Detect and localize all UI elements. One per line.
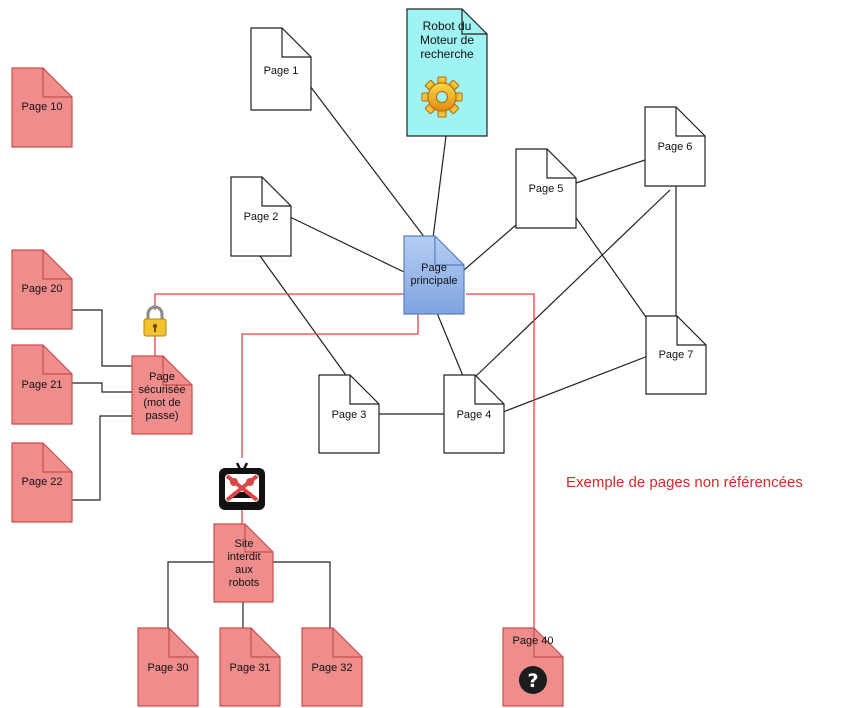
link-main-page5 [463, 224, 517, 271]
unreferenced-pages-caption: Exemple de pages non référencées [566, 474, 803, 491]
page-20-node[interactable] [11, 249, 73, 330]
page-32-node[interactable] [301, 627, 363, 707]
svg-text:?: ? [527, 670, 538, 692]
link-forbidden-page32 [272, 561, 331, 630]
link-page5-page7 [571, 211, 649, 321]
page-30-node[interactable] [137, 627, 199, 707]
link-page4-page7 [502, 355, 649, 413]
padlock-icon [143, 305, 167, 337]
gear-icon [421, 76, 463, 118]
secure-page-node[interactable] [131, 355, 193, 435]
page-3-node[interactable] [318, 374, 380, 454]
link-page2-main [289, 216, 405, 273]
link-page5-page6 [575, 159, 646, 184]
blocked-links [154, 293, 535, 630]
page-31-node[interactable] [219, 627, 281, 707]
blocked-robot-icon [219, 462, 265, 510]
link-page2-page3 [259, 255, 349, 379]
link-forbidden-page30 [167, 561, 214, 630]
page-21-node[interactable] [11, 344, 73, 425]
page-5-node[interactable] [515, 148, 577, 229]
normal-links [72, 81, 677, 630]
link-main-page4 [436, 312, 464, 377]
page-22-node[interactable] [11, 442, 73, 523]
page-2-node[interactable] [230, 176, 292, 257]
link-main-page40 [466, 293, 535, 630]
page-10-node[interactable] [11, 67, 73, 148]
page-7-node[interactable] [645, 315, 707, 395]
link-main-forbidden [241, 314, 419, 458]
link-page22-secure [72, 415, 132, 501]
search-engine-robot-node[interactable] [406, 8, 488, 137]
link-main-secure [154, 293, 404, 310]
link-robot-main [432, 135, 447, 239]
page-4-node[interactable] [443, 374, 505, 454]
page-1-node[interactable] [250, 27, 312, 111]
question-mark-icon: ? [519, 666, 547, 694]
link-page20-secure [72, 309, 132, 367]
link-page4-page6 [473, 189, 671, 379]
link-page1-main [306, 81, 426, 239]
forbidden-site-node[interactable] [213, 523, 274, 603]
main-page-node[interactable] [403, 235, 465, 315]
page-6-node[interactable] [644, 106, 706, 187]
link-page21-secure [72, 382, 132, 393]
